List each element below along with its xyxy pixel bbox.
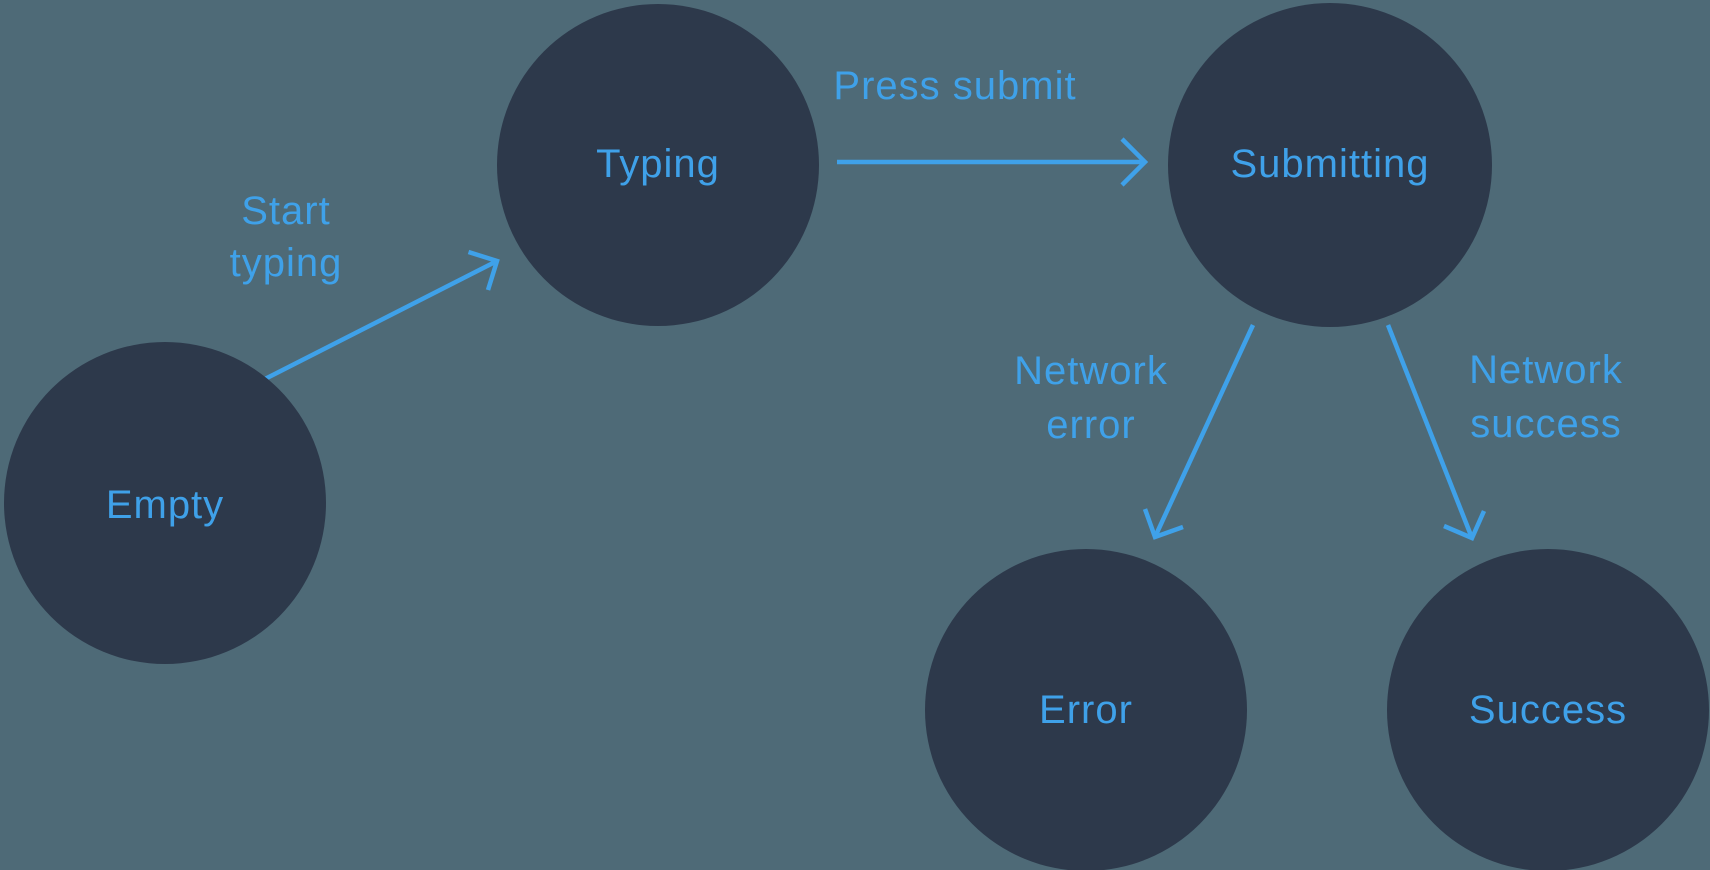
edge-start-typing-arrowhead-icon <box>467 249 500 291</box>
edge-network-error: Network error <box>1014 324 1256 540</box>
node-submitting-label: Submitting <box>1231 142 1430 186</box>
edge-network-error-arrowhead-icon <box>1142 508 1184 540</box>
edge-start-typing-label-line2: typing <box>230 241 343 285</box>
node-error-label: Error <box>1039 688 1133 732</box>
edge-network-error-label-line2: error <box>1046 403 1135 447</box>
node-success-circle <box>1387 549 1709 870</box>
edge-network-error-line <box>1152 324 1256 538</box>
edge-network-success-label-line2: success <box>1470 402 1622 446</box>
edge-press-submit-label: Press submit <box>833 64 1076 108</box>
node-typing-label: Typing <box>596 142 720 186</box>
node-submitting: Submitting <box>1168 3 1492 327</box>
edge-start-typing-line <box>261 258 499 383</box>
edge-network-success-line <box>1385 324 1475 539</box>
edge-start-typing: Start typing <box>230 189 500 383</box>
edge-network-success-arrowhead-icon <box>1443 510 1487 541</box>
node-typing: Typing <box>497 4 819 326</box>
node-success-label: Success <box>1469 688 1627 732</box>
node-error: Error <box>925 549 1247 870</box>
edge-network-success-label-line1: Network <box>1469 348 1623 392</box>
node-typing-circle <box>497 4 819 326</box>
edge-network-success: Network success <box>1385 324 1623 541</box>
node-error-circle <box>925 549 1247 870</box>
edge-press-submit: Press submit <box>833 64 1149 187</box>
edge-press-submit-arrowhead-icon <box>1120 137 1149 187</box>
node-empty: Empty <box>4 342 326 664</box>
edge-start-typing-label-line1: Start <box>241 189 330 233</box>
node-submitting-circle <box>1168 3 1492 327</box>
node-empty-label: Empty <box>106 483 224 527</box>
node-success: Success <box>1387 549 1709 870</box>
node-empty-circle <box>4 342 326 664</box>
edge-network-error-label-line1: Network <box>1014 349 1168 393</box>
